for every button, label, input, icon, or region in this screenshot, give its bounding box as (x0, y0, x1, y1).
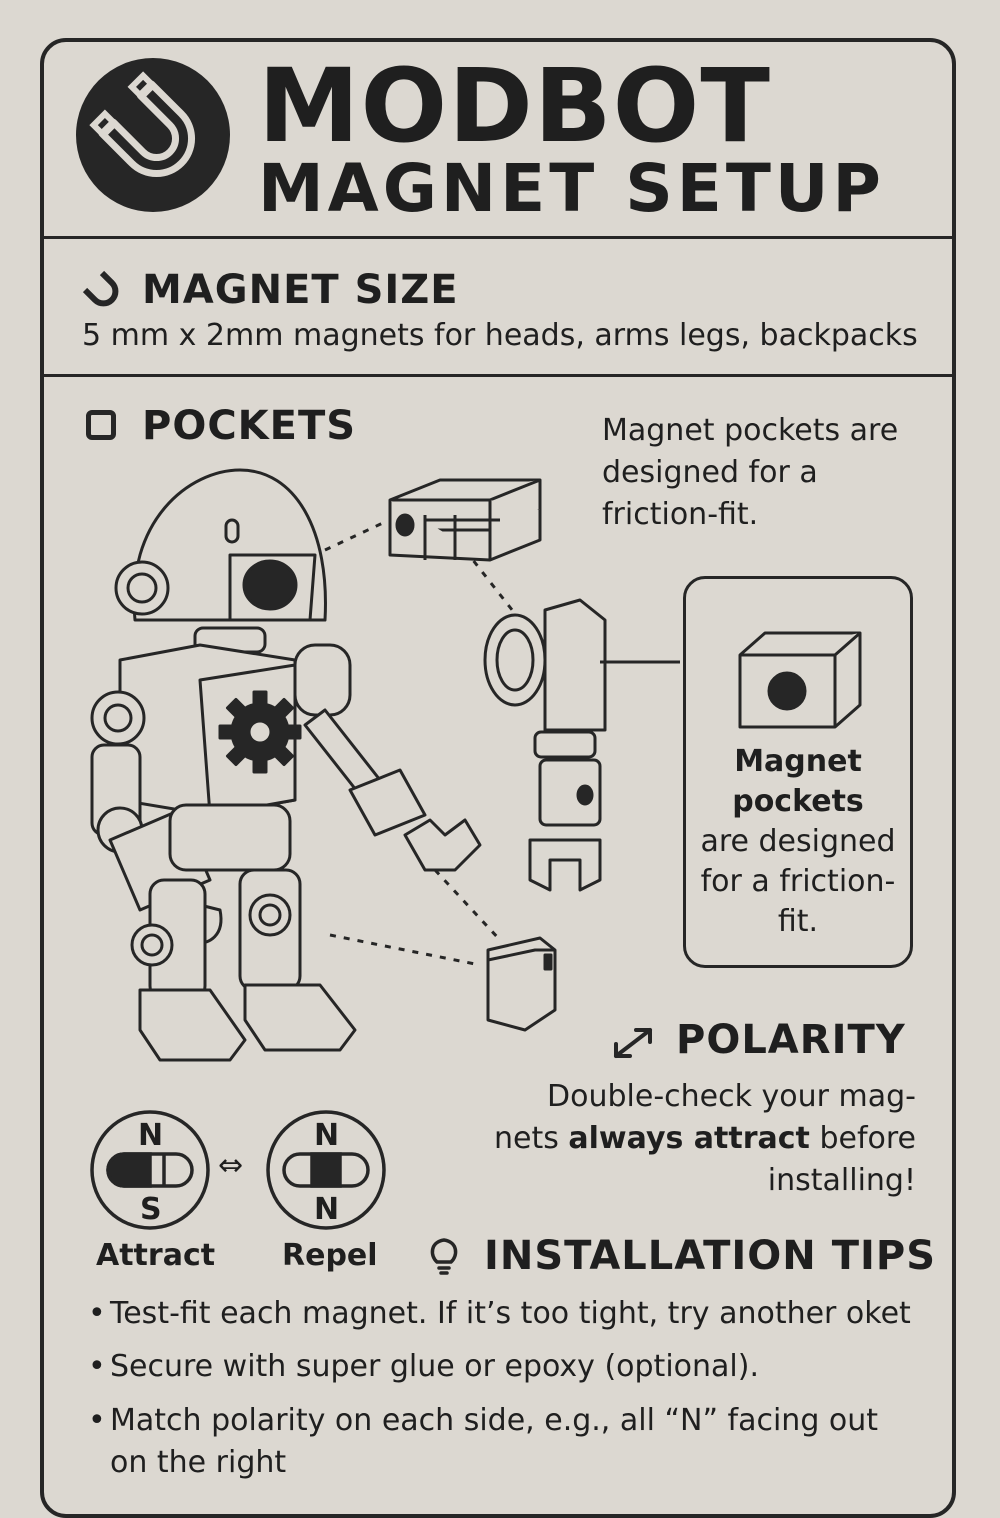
attract-label: Attract (96, 1238, 216, 1273)
pockets-note: Magnet pockets are designed for a fricti… (602, 413, 899, 532)
magnet-cube-icon (738, 631, 862, 729)
attract-top-pole: N (138, 1118, 164, 1153)
square-icon (86, 410, 116, 440)
page-subtitle: MAGNET SETUP (258, 150, 885, 227)
robot-illustration (90, 468, 680, 1062)
magnet-icon (82, 270, 119, 307)
pocket-callout (683, 576, 913, 968)
repel-label: Repel (282, 1238, 378, 1273)
divider (40, 374, 956, 377)
page-title: MODBOT (258, 47, 771, 166)
polarity-text: Double-check your mag- nets always attra… (493, 1079, 916, 1198)
tip-item: •Test-fit each magnet. If it’s too tight… (88, 1296, 911, 1331)
tip-item-continued: on the right (110, 1445, 287, 1480)
repel-top-pole: N (314, 1118, 340, 1153)
lightbulb-icon (430, 1238, 458, 1275)
repel-bottom-pole: N (314, 1192, 340, 1227)
pocket-callout-text: Magnet pockets are designed for a fricti… (700, 744, 896, 939)
magnet-size-heading: MAGNET SIZE (142, 267, 459, 313)
magnet-size-text: 5 mm x 2mm magnets for heads, arms legs,… (82, 318, 918, 353)
swap-arrows-icon (614, 1028, 652, 1058)
swap-symbol: ⇔ (218, 1148, 244, 1183)
tip-item: •Secure with super glue or epoxy (option… (88, 1349, 759, 1384)
polarity-diagram (90, 1110, 386, 1230)
tip-item: •Match polarity on each side, e.g., all … (88, 1403, 879, 1438)
attract-bottom-pole: S (140, 1192, 162, 1227)
horseshoe-magnet-icon (89, 71, 196, 178)
tips-heading: INSTALLATION TIPS (484, 1233, 936, 1279)
logo-badge (76, 58, 230, 212)
divider (40, 236, 956, 239)
polarity-heading: POLARITY (676, 1017, 906, 1063)
pockets-heading: POCKETS (142, 403, 357, 449)
